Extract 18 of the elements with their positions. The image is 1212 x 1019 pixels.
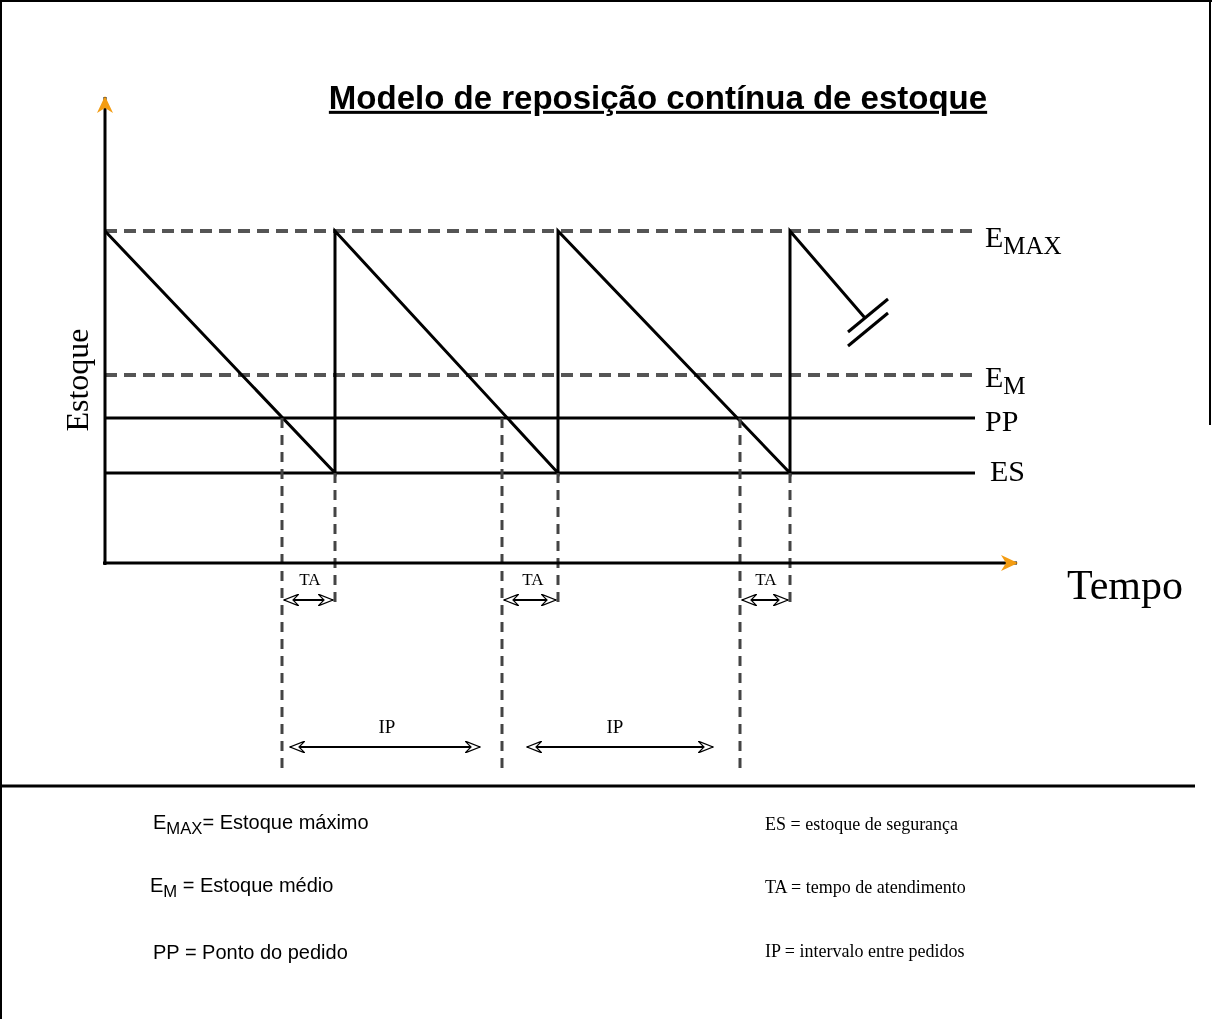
level-label: PP — [985, 403, 1019, 437]
dimension-label: TA — [299, 570, 321, 590]
level-label: ES — [990, 453, 1025, 487]
definition-text: ES = estoque de segurança — [765, 815, 959, 835]
definition-text: E$_{M}$ = Estoque médio — [150, 874, 334, 902]
level-label: E$_{M}$ — [985, 360, 1026, 400]
definition-text: IP = intervalo entre pedidos — [765, 942, 965, 962]
level-label: E$_{MAX}$ — [985, 220, 1062, 260]
definition-text: PP = Ponto do pedido — [153, 941, 348, 963]
dimension-label: IP — [378, 716, 396, 738]
axis-label: Tempo — [1067, 561, 1183, 609]
axis-label: Estoque — [60, 328, 96, 432]
dimension-label: IP — [606, 716, 624, 738]
definition-text: E$_{MAX}$= Estoque máximo — [153, 811, 369, 839]
chart-title: Modelo de reposição contínua de estoque — [328, 79, 988, 117]
definition-text: TA = tempo de atendimento — [765, 878, 966, 898]
dimension-label: TA — [755, 570, 777, 590]
dimension-label: TA — [522, 570, 544, 590]
